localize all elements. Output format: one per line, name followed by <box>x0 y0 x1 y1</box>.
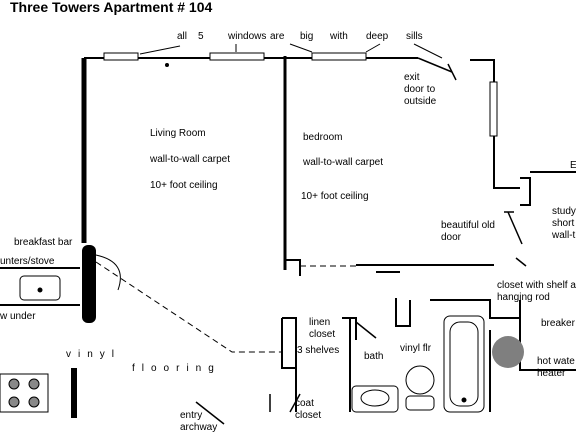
interior-walls <box>71 56 576 418</box>
page-title: Three Towers Apartment # 104 <box>10 0 213 15</box>
flooring-boundary <box>95 261 356 353</box>
closet-shelf-label: closet with shelf a hanging rod <box>497 280 576 303</box>
window-4 <box>489 81 498 137</box>
living-room-name: Living Room <box>150 128 206 139</box>
bedroom-carpet: wall-to-wall carpet <box>303 157 384 168</box>
toilet <box>405 365 435 395</box>
entry-archway-label: entry archway <box>180 410 218 432</box>
flooring-label: flooring <box>132 363 221 374</box>
note-word: all <box>177 31 188 42</box>
note-word: with <box>330 31 348 42</box>
bath-fixtures <box>351 315 485 413</box>
breakfast-bar <box>82 245 96 323</box>
bedroom-name: bedroom <box>303 132 343 143</box>
coat-closet-label: coat closet <box>295 398 322 421</box>
study-door <box>504 211 527 267</box>
linen-closet-label: linen closet <box>309 317 336 340</box>
vinyl-flr-label: vinyl flr <box>400 343 432 354</box>
window-1 <box>103 52 139 61</box>
w-under-label: w under <box>0 311 36 322</box>
exit-door <box>417 57 457 81</box>
marker-dot <box>165 63 169 67</box>
study-label: study short wall-t <box>552 206 576 241</box>
windows <box>103 52 498 137</box>
bathtub <box>443 315 485 413</box>
note-word: big <box>300 31 314 42</box>
note-word: 5 <box>198 31 204 42</box>
sink <box>19 275 61 301</box>
stove <box>0 373 49 413</box>
exit-door-label: exit door to outside <box>404 72 437 107</box>
note-word: windows <box>228 31 267 42</box>
counters-stove-label: unters/stove <box>0 256 55 267</box>
beautiful-old-door-label: beautiful old door <box>441 220 495 243</box>
bar-curve <box>95 254 121 291</box>
note-word: are <box>270 31 285 42</box>
breakfast-bar-label: breakfast bar <box>14 237 73 248</box>
living-room-carpet: wall-to-wall carpet <box>150 154 231 165</box>
hot-water-heater <box>492 336 524 368</box>
hot-water-heater-label: hot wate heater <box>537 356 575 379</box>
bath-label: bath <box>364 351 384 362</box>
living-room-ceiling: 10+ foot ceiling <box>150 180 218 191</box>
bedroom-ceiling: 10+ foot ceiling <box>301 191 369 202</box>
note-word: deep <box>366 31 389 42</box>
edge-mark: E <box>570 160 576 171</box>
breaker-label: breaker <box>541 318 575 329</box>
three-shelves-label: 3 shelves <box>297 345 340 356</box>
window-2 <box>209 52 265 61</box>
note-word: sills <box>406 31 423 42</box>
note-arrows <box>139 43 443 59</box>
linen-closet-door <box>355 321 377 339</box>
sink-vanity <box>351 385 399 413</box>
vinyl-label: vinyl <box>66 349 122 360</box>
entry-archway <box>195 393 301 425</box>
window-3 <box>311 52 367 61</box>
